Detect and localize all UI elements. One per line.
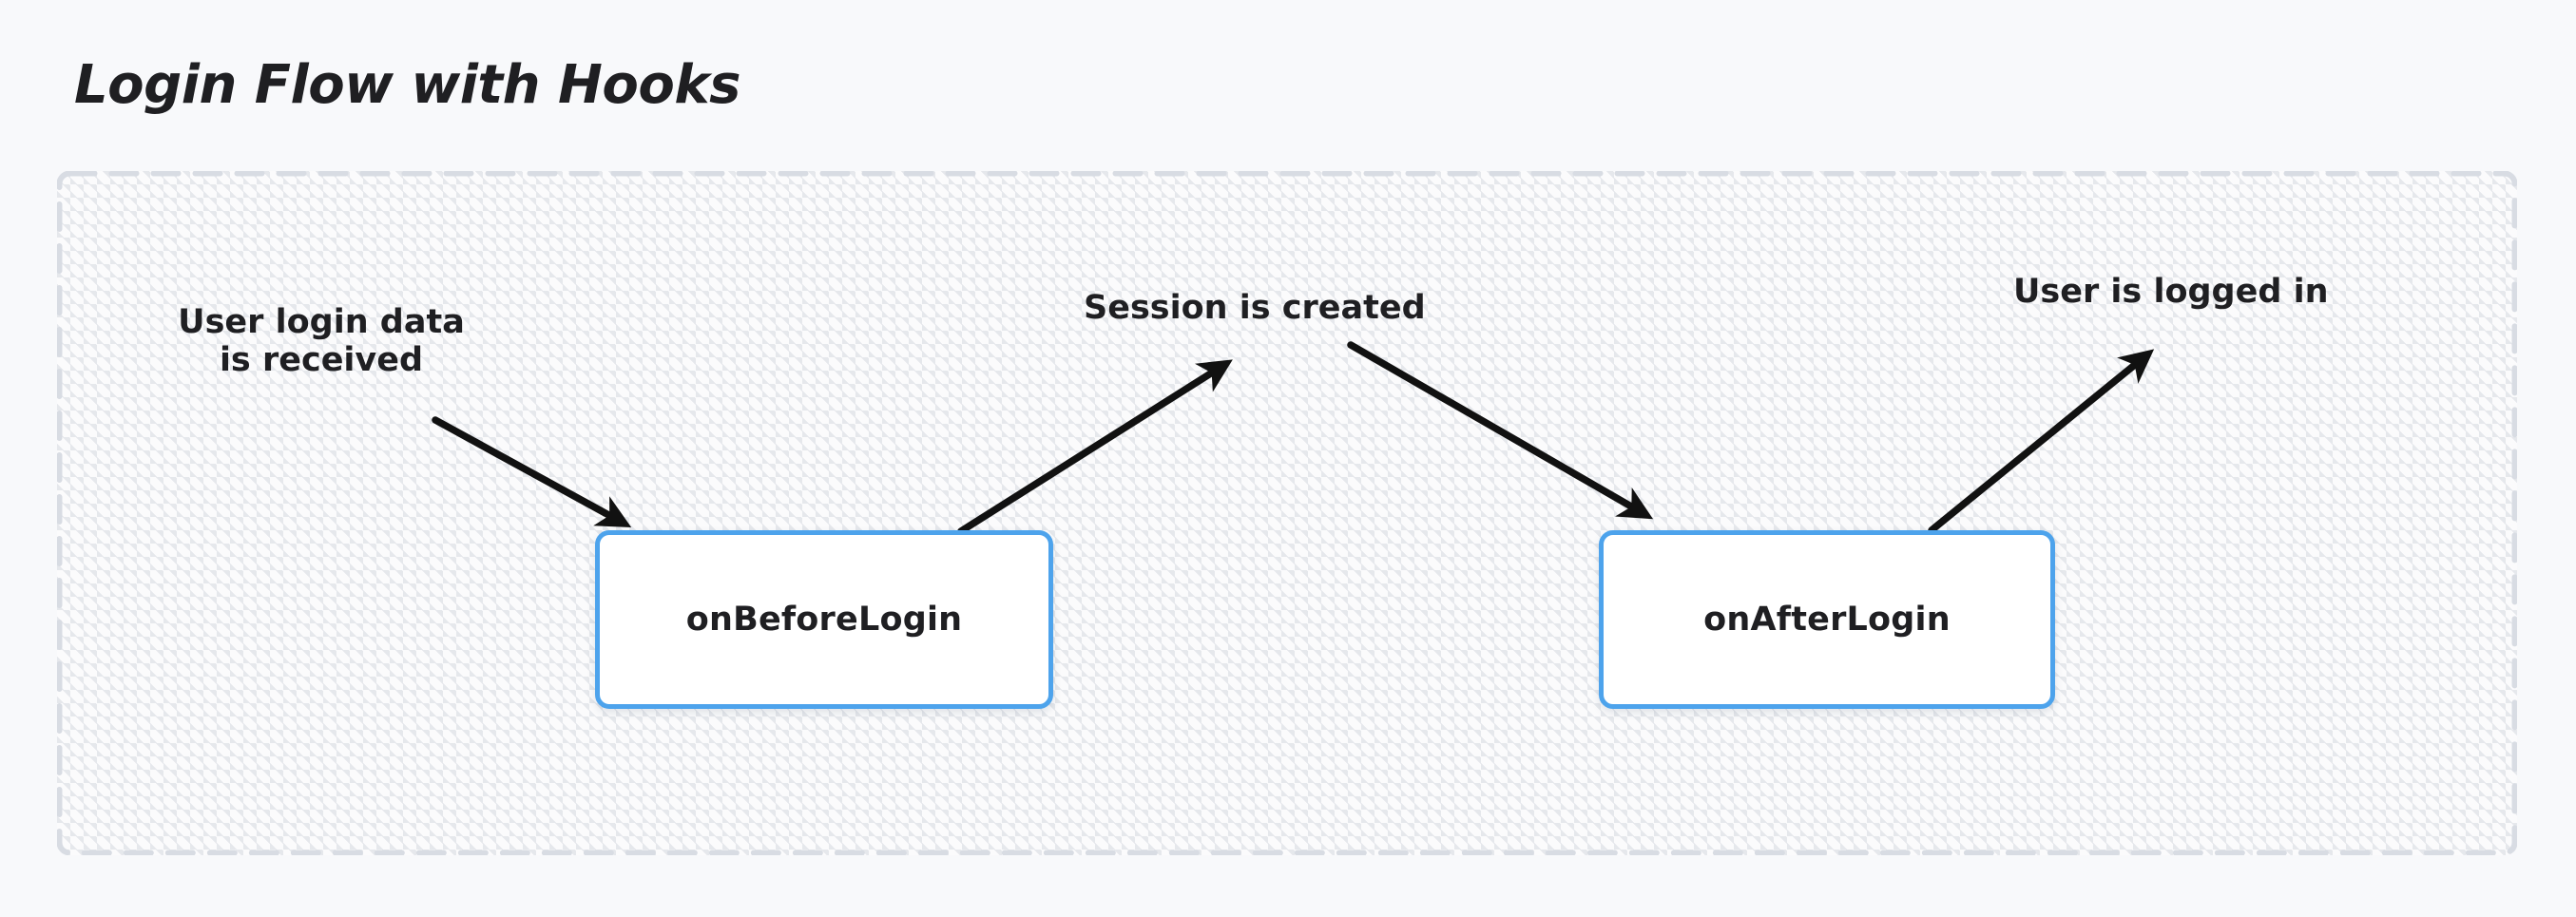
edge-label-user-is-logged-in: User is logged in (2013, 273, 2329, 311)
edge-label-session-is-created: Session is created (1084, 289, 1426, 327)
node-on-before-login-label: onBeforeLogin (685, 601, 963, 639)
node-on-after-login[interactable]: onAfterLogin (1599, 530, 2055, 709)
page-title: Login Flow with Hooks (74, 54, 740, 116)
edge-label-user-login-data: User login data is received (178, 303, 465, 379)
node-on-after-login-label: onAfterLogin (1703, 601, 1951, 639)
node-on-before-login[interactable]: onBeforeLogin (595, 530, 1053, 709)
